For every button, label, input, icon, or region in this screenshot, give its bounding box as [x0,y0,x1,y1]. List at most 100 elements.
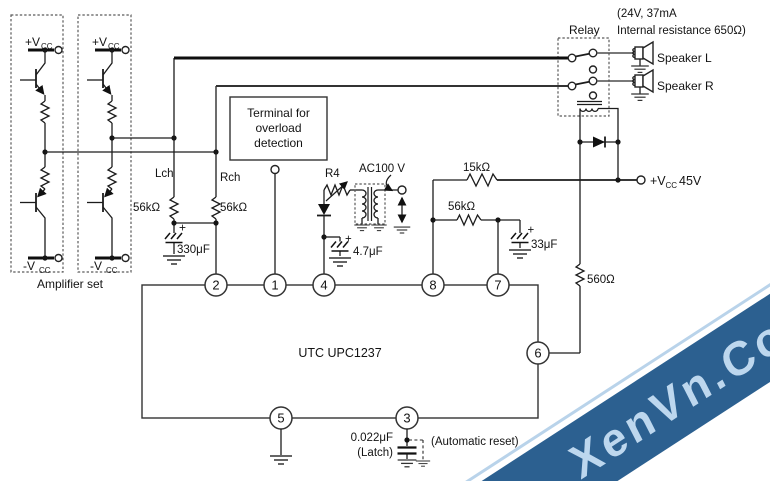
ground-icon [415,460,431,467]
relay-spec-line2: Internal resistance 650Ω) [617,25,746,37]
ground-icon [353,224,371,232]
relay-block: Relay (24V, 37mA Internal resistance 650… [174,8,746,354]
pin-7-number: 7 [494,278,501,293]
ground-icon [630,93,650,102]
amplifier-box-left: +V CC -V CC [10,14,64,275]
amp-right-neg-vcc-sub: CC [106,266,118,275]
ic-pin-6: 6 [526,341,550,365]
channel-sense-network: Lch Rch 56kΩ 56kΩ + 330μF [45,58,248,274]
bias-network: 15kΩ 56kΩ + 33μF [430,162,637,274]
overload-box-outline [229,96,328,161]
rch-resistor-icon [210,196,222,220]
speaker-l-label: Speaker L [657,51,712,65]
amp-right-neg-vcc-label: -V [90,259,102,273]
polar-capacitor-icon [330,240,350,252]
speaker-r-block: Speaker R [596,68,714,102]
ground-icon [397,459,417,468]
amp-left-neg-vcc-label: -V [23,259,35,273]
amp-left-plus-vcc-label: +V [25,35,40,49]
amp-right-outline [77,14,132,273]
r4-variable-arrow-icon [325,181,348,202]
diode-icon [317,204,331,217]
amplifier-set-caption: Amplifier set [37,277,104,291]
ic-pin-1: 1 [263,273,287,297]
transformer-outline [354,183,386,225]
pin-2-number: 2 [212,278,219,293]
relay-outline [557,37,610,117]
auto-reset-label: (Automatic reset) [431,436,519,448]
amp-left-plus-vcc-sub: CC [41,42,53,51]
cap-330-plus: + [179,221,186,235]
amp-left-outline [10,14,64,273]
ic-pin-2: 2 [204,273,228,297]
r56k-resistor-icon [456,213,482,227]
overload-line2: overload [255,121,301,135]
overload-line3: detection [254,136,303,150]
vcc45-plus-v: +V [650,174,666,188]
relay-spec-line1: (24V, 37mA [617,8,677,20]
emitter-resistor-icon [39,100,51,124]
npn-transistor-icon [87,50,113,95]
cap-022-label: 0.022μF [351,432,393,444]
ic-name-label: UTC UPC1237 [298,346,381,360]
flyback-diode-icon [593,136,606,148]
vcc-terminal [636,175,646,185]
amp-right-vcc-terminal [121,45,130,55]
ac100v-label: AC100 V [359,163,405,175]
amp-right-plus-vcc-label: +V [92,35,107,49]
rch-resistor-label: 56kΩ [220,202,248,214]
r560-resistor-icon [574,263,586,287]
ground-icon [508,249,532,259]
amp-right-plus-vcc-sub: CC [108,42,120,51]
lch-resistor-icon [168,196,180,220]
speaker-r-label: Speaker R [657,79,714,93]
lch-resistor-label: 56kΩ [133,202,161,214]
ground-icon [630,65,650,74]
amp-left-neg-vcc-sub: CC [39,266,51,275]
amp-right-neg-vcc-terminal [121,253,130,263]
rch-label: Rch [220,172,240,184]
pin-1-number: 1 [271,278,278,293]
pnp-transistor-icon [20,187,47,258]
vcc45-value: 45V [679,174,702,188]
capacitor-icon [397,446,417,455]
ground-icon [328,257,352,267]
latch-reset-network: 0.022μF (Latch) (Automatic reset) [351,429,519,468]
vcc45-sub: CC [666,181,678,190]
pin-5-number: 5 [277,411,284,426]
pin-3-number: 3 [403,411,410,426]
pin-6-number: 6 [534,346,541,361]
amp-left-vcc-terminal [54,45,63,55]
polar-capacitor-icon [510,232,530,244]
ic-pin-5: 5 [269,406,293,430]
ic-pin-4: 4 [312,273,336,297]
pnp-transistor-icon [87,187,114,258]
cap-4u7-label: 4.7μF [353,246,383,258]
amplifier-box-right: +V CC -V CC [77,14,132,275]
transformer-icon [361,187,379,221]
lch-label: Lch [155,168,174,180]
r15k-label: 15kΩ [463,162,491,174]
r560-label: 560Ω [587,274,615,286]
r15k-resistor-icon [466,172,498,188]
ic-pin-7: 7 [486,273,510,297]
amp-left-neg-vcc-terminal [54,253,63,263]
ac-test-terminal [397,185,407,195]
pin5-ground [269,429,293,465]
overload-terminal [270,164,280,175]
pin-8-number: 8 [429,278,436,293]
ic-upc1237: UTC UPC1237 2 1 4 8 7 6 5 [141,273,550,430]
cap-4u7-plus: + [345,234,352,246]
speaker-icon [632,40,654,66]
ic-pin-8: 8 [421,273,445,297]
ground-icon [370,224,388,232]
r4-resistor-icon [323,183,351,197]
supply-terminal: +V CC 45V [615,174,702,190]
r4-label: R4 [325,168,340,180]
cap-33-label: 33μF [531,239,557,251]
emitter-resistor-icon [106,100,118,124]
emitter-resistor-icon [106,166,118,190]
polar-capacitor-icon [164,232,184,244]
ground-icon [162,255,186,265]
